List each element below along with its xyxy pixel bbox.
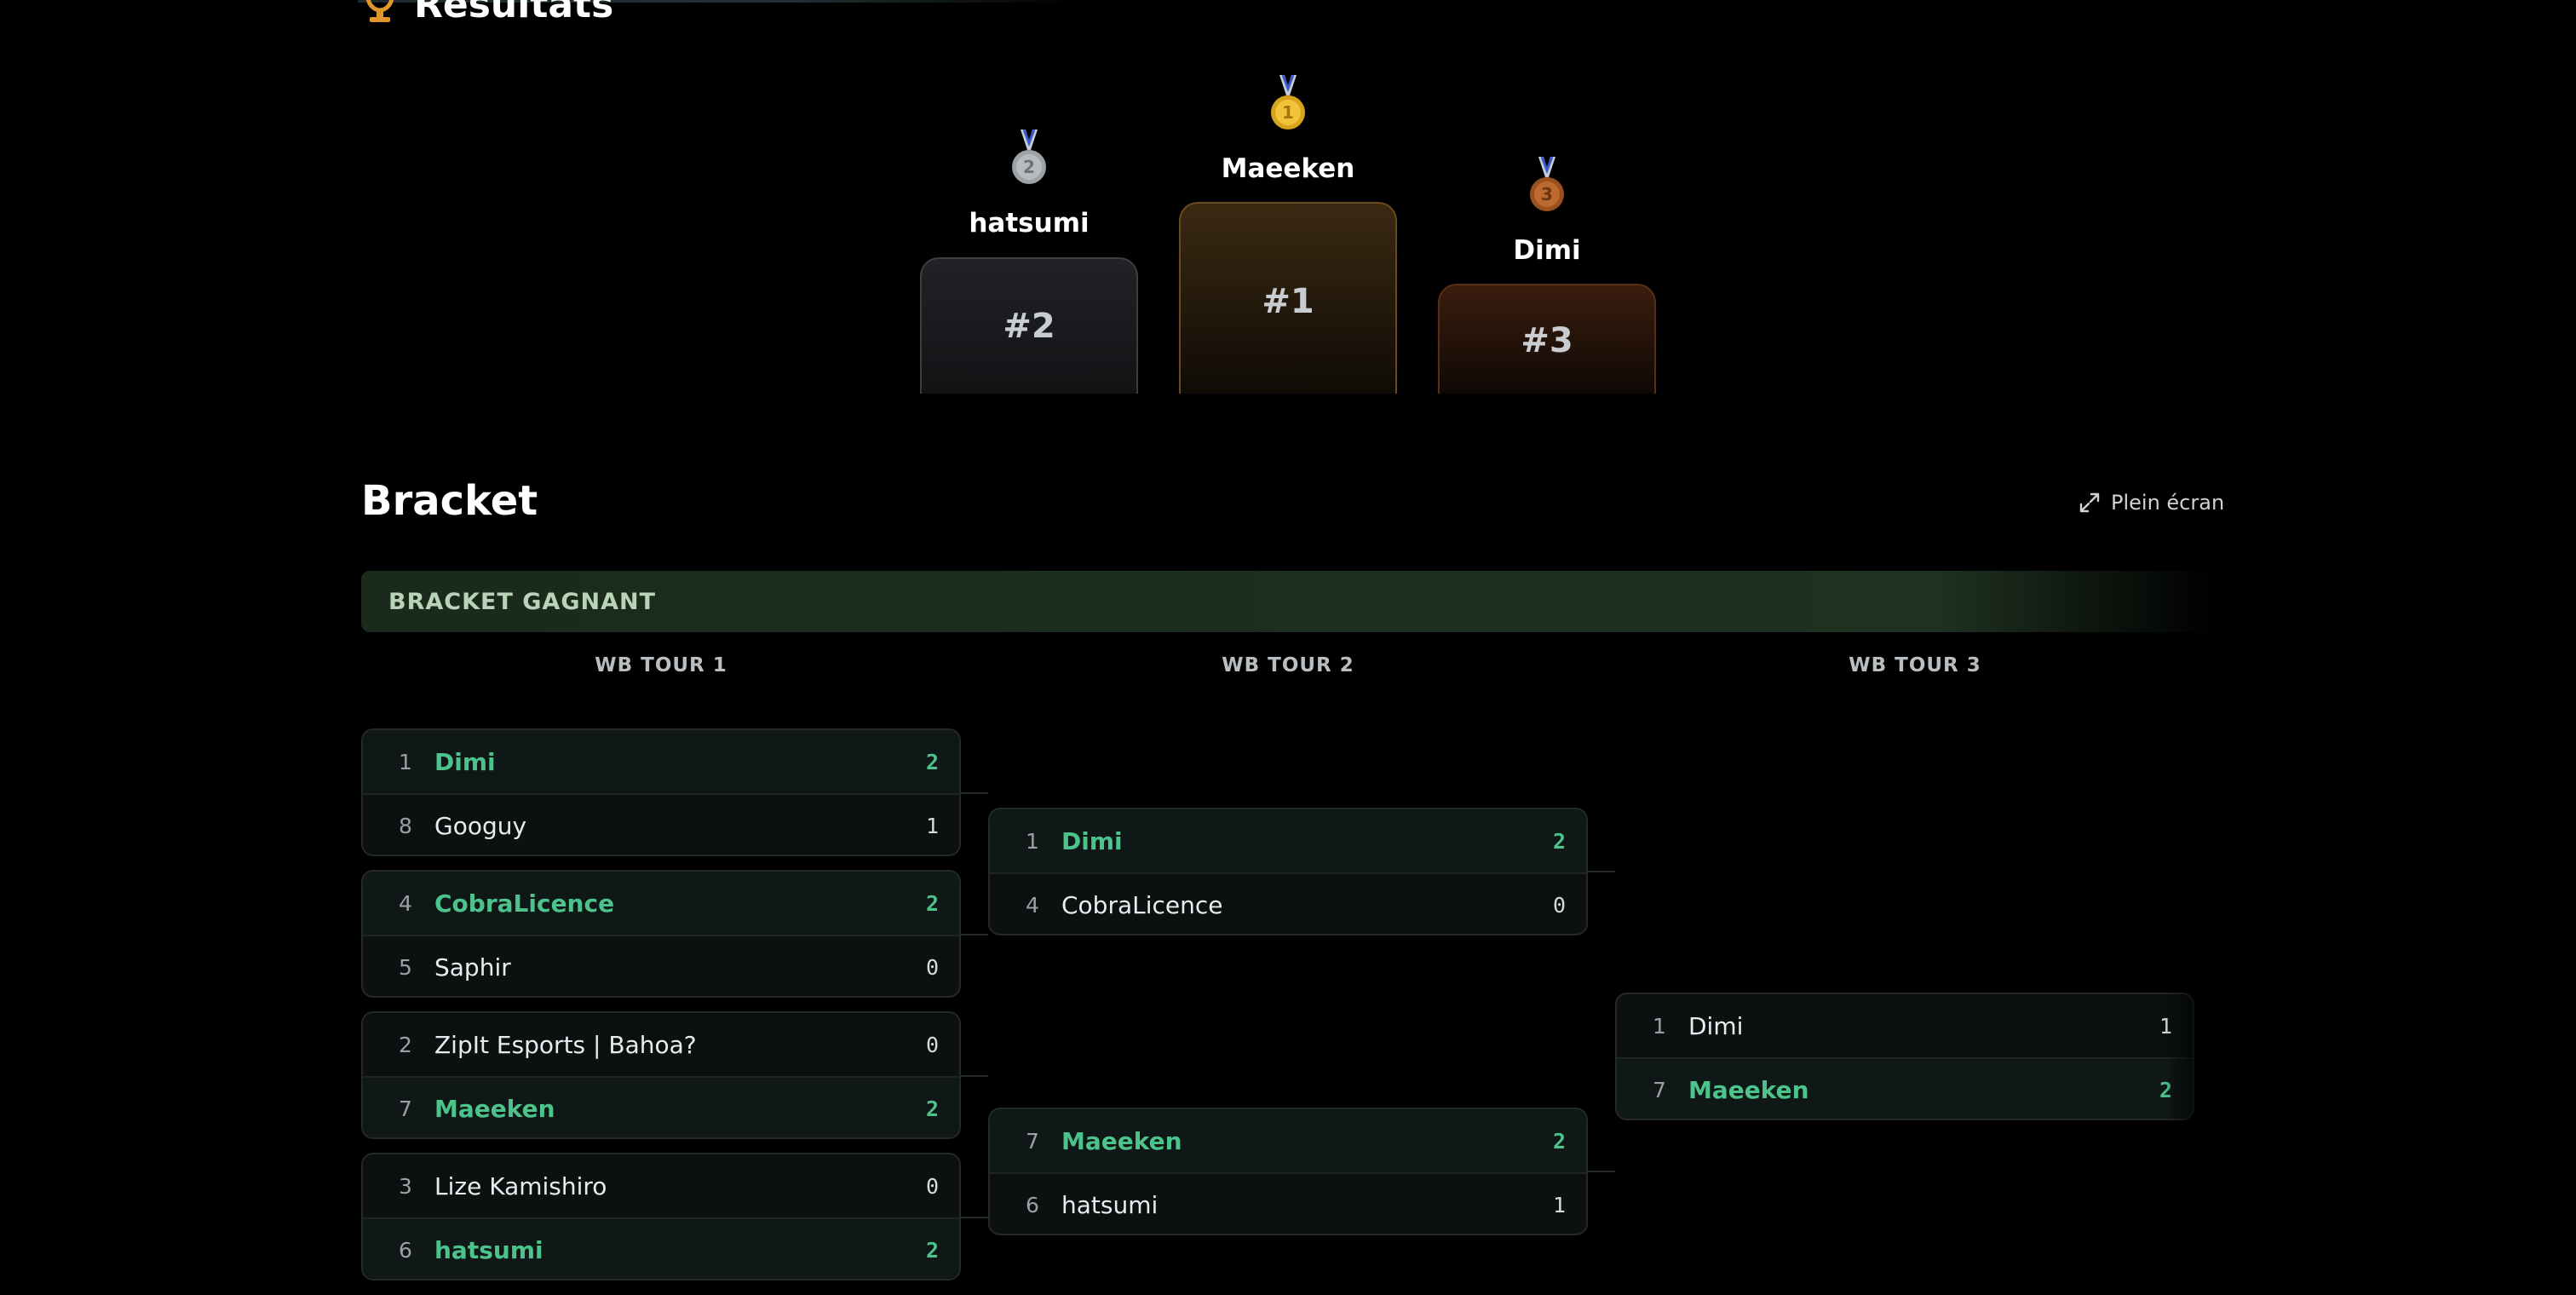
player-score: 2 [925, 1237, 939, 1263]
bracket-title: Bracket [361, 477, 538, 525]
expand-icon [2079, 492, 2100, 513]
match-player-row[interactable]: 4 CobraLicence 2 [363, 872, 959, 935]
match-player-row[interactable]: 7 Maeeken 2 [363, 1076, 959, 1137]
medal-number: 3 [1541, 184, 1553, 204]
gold-medal-icon: 1 [1271, 75, 1305, 130]
player-score: 2 [1552, 1128, 1566, 1154]
player-seed: 4 [1026, 892, 1039, 918]
match-card[interactable]: 7 Maeeken 2 6 hatsumi 1 [988, 1108, 1588, 1235]
medal-number: 2 [1023, 157, 1035, 177]
match-card[interactable]: 4 CobraLicence 2 5 Saphir 0 [361, 870, 961, 998]
round-header-1: WB TOUR 1 [595, 654, 727, 676]
round-header-3: WB TOUR 3 [1849, 654, 1981, 676]
bronze-medal-icon: 3 [1530, 157, 1564, 211]
player-name: CobraLicence [1061, 890, 1223, 919]
player-seed: 1 [1653, 1013, 1666, 1039]
player-name: Dimi [1688, 1011, 1744, 1040]
player-seed: 1 [399, 749, 412, 774]
player-score: 2 [925, 749, 939, 774]
podium-block-first: #1 [1179, 202, 1397, 394]
match-card[interactable]: 1Dimi17Maeeken2 [1615, 993, 2194, 1120]
player-seed: 2 [399, 1032, 412, 1057]
player-seed: 6 [1026, 1192, 1039, 1217]
match-player-row[interactable]: 3 Lize Kamishiro 0 [363, 1154, 959, 1217]
match-player-row[interactable]: 6 hatsumi 2 [363, 1217, 959, 1279]
match-player-row[interactable]: 6 hatsumi 1 [990, 1172, 1586, 1234]
player-seed: 1 [1026, 828, 1039, 854]
match-card[interactable]: 3 Lize Kamishiro 0 6 hatsumi 2 [361, 1153, 961, 1281]
bracket-section-label: BRACKET GAGNANT [388, 588, 656, 615]
player-score: 2 [1552, 828, 1566, 854]
match-player-row[interactable]: 5 Saphir 0 [363, 935, 959, 996]
player-name: hatsumi [434, 1235, 543, 1264]
bracket-connector [1588, 871, 1615, 872]
podium-rank-second: #2 [1003, 307, 1055, 346]
player-score: 0 [925, 954, 939, 980]
player-seed: 6 [399, 1237, 412, 1263]
bracket-connector [961, 1217, 988, 1218]
player-seed: 7 [399, 1096, 412, 1121]
match-player-row[interactable]: 1 Dimi 2 [990, 809, 1586, 872]
player-name: CobraLicence [434, 889, 615, 918]
podium-block-second: #2 [920, 257, 1138, 394]
player-name: hatsumi [1061, 1190, 1159, 1219]
player-seed: 8 [399, 813, 412, 838]
match-card[interactable]: 2 ZipIt Esports | Bahoa? 0 7 Maeeken 2 [361, 1011, 961, 1139]
podium-block-third: #3 [1438, 284, 1656, 394]
fullscreen-button[interactable]: Plein écran [2079, 487, 2224, 518]
trophy-icon [365, 0, 394, 22]
podium-name-third: Dimi [1513, 235, 1581, 266]
medal-number: 1 [1282, 102, 1294, 123]
player-seed: 7 [1026, 1128, 1039, 1154]
player-seed: 5 [399, 954, 412, 980]
podium-rank-third: #3 [1521, 321, 1573, 360]
player-score: 2 [925, 890, 939, 916]
player-score: 0 [1552, 892, 1566, 918]
scroll-fade [2164, 988, 2215, 1125]
match-card[interactable]: 1 Dimi 2 8 Googuy 1 [361, 728, 961, 856]
match-player-row[interactable]: 2 ZipIt Esports | Bahoa? 0 [363, 1013, 959, 1076]
player-score: 1 [1552, 1192, 1566, 1217]
match-card[interactable]: 1 Dimi 2 4 CobraLicence 0 [988, 808, 1588, 935]
bracket-connector [961, 1075, 988, 1077]
match-player-row[interactable]: 1 Dimi 2 [363, 730, 959, 793]
page-title: Résultats [414, 0, 614, 26]
podium-name-first: Maeeken [1221, 153, 1355, 184]
match-player-row[interactable]: 1Dimi1 [1617, 994, 2193, 1057]
bracket-section-banner: BRACKET GAGNANT [361, 571, 2215, 632]
match-player-row[interactable]: 4 CobraLicence 0 [990, 872, 1586, 934]
fullscreen-label: Plein écran [2111, 491, 2225, 515]
player-name: Maeeken [434, 1094, 555, 1123]
podium-rank-first: #1 [1262, 282, 1314, 321]
player-score: 0 [925, 1032, 939, 1057]
bracket-connector [961, 792, 988, 794]
bracket-connector [1588, 1171, 1615, 1172]
header-divider [358, 0, 1078, 3]
bracket-connector [961, 934, 988, 935]
player-seed: 3 [399, 1173, 412, 1199]
player-score: 2 [925, 1096, 939, 1121]
silver-medal-icon: 2 [1012, 130, 1046, 184]
player-name: Dimi [1061, 826, 1123, 855]
player-name: Maeeken [1688, 1075, 1809, 1104]
player-name: Saphir [434, 953, 511, 981]
player-seed: 7 [1653, 1077, 1666, 1102]
player-score: 1 [925, 813, 939, 838]
player-seed: 4 [399, 890, 412, 916]
player-name: Dimi [434, 747, 496, 776]
player-name: Googuy [434, 811, 527, 840]
match-player-row[interactable]: 8 Googuy 1 [363, 793, 959, 855]
round-header-2: WB TOUR 2 [1222, 654, 1354, 676]
player-name: ZipIt Esports | Bahoa? [434, 1030, 697, 1059]
podium-name-second: hatsumi [969, 208, 1090, 239]
player-name: Lize Kamishiro [434, 1171, 607, 1200]
player-name: Maeeken [1061, 1126, 1182, 1155]
match-player-row[interactable]: 7 Maeeken 2 [990, 1109, 1586, 1172]
player-score: 0 [925, 1173, 939, 1199]
